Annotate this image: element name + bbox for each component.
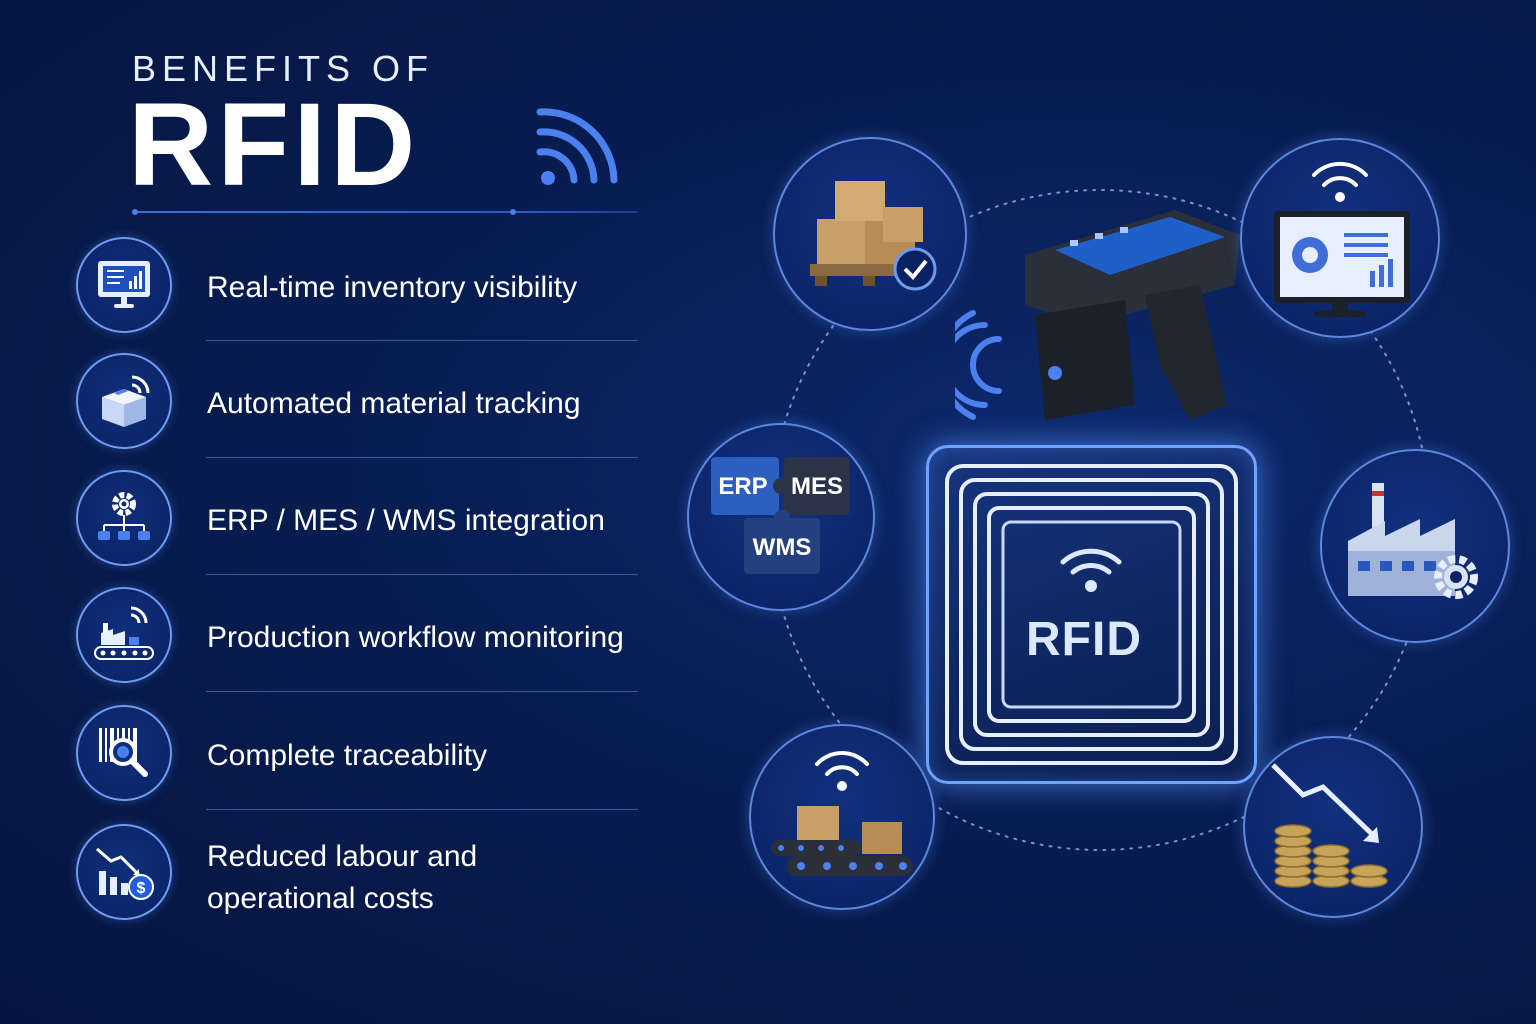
benefit-label: Automated material tracking bbox=[207, 387, 581, 420]
divider bbox=[206, 340, 638, 341]
benefit-label: Production workflow monitoring bbox=[207, 621, 624, 654]
puzzle-label: WMS bbox=[753, 534, 812, 561]
divider bbox=[206, 691, 638, 692]
benefit-item: Complete traceability bbox=[76, 705, 676, 805]
conveyor-boxes-icon bbox=[749, 724, 935, 910]
svg-text:$: $ bbox=[137, 880, 146, 897]
monitor-dashboard-icon bbox=[76, 237, 172, 333]
rfid-tag-label: RFID bbox=[1026, 613, 1142, 666]
factory-gear-icon bbox=[1320, 449, 1510, 643]
box-signal-icon bbox=[76, 353, 172, 449]
coins-down-arrow-icon bbox=[1243, 736, 1423, 918]
benefit-item: $ Reduced labour and operational costs bbox=[76, 824, 676, 924]
benefit-label: ERP / MES / WMS integration bbox=[207, 504, 605, 537]
pallet-boxes-check-icon bbox=[773, 137, 967, 331]
barcode-magnifier-icon bbox=[76, 705, 172, 801]
puzzle-label: ERP bbox=[718, 473, 767, 500]
rfid-scanner-icon bbox=[955, 210, 1240, 420]
gear-network-icon bbox=[76, 470, 172, 566]
rfid-tag bbox=[926, 445, 1257, 784]
benefit-label: Complete traceability bbox=[207, 739, 488, 772]
benefit-label: Real-time inventory visibility bbox=[207, 271, 578, 304]
page-title: RFID bbox=[128, 79, 420, 211]
benefit-item: ERP / MES / WMS integration bbox=[76, 470, 676, 570]
benefit-item: Automated material tracking bbox=[76, 353, 676, 453]
chart-dollar-icon: $ bbox=[76, 824, 172, 920]
divider bbox=[206, 574, 638, 575]
title-small: BENEFITS OF bbox=[132, 48, 435, 89]
divider bbox=[206, 809, 638, 810]
conveyor-factory-icon bbox=[76, 587, 172, 683]
benefit-label: Reduced labour and operational costs bbox=[207, 840, 478, 915]
divider bbox=[206, 457, 638, 458]
title-divider bbox=[132, 209, 637, 215]
erp-mes-wms-puzzle-icon: ERP MES WMS bbox=[687, 423, 875, 611]
wireless-signal-icon bbox=[536, 108, 618, 185]
benefit-item: Real-time inventory visibility bbox=[76, 237, 676, 337]
benefit-item: Production workflow monitoring bbox=[76, 587, 676, 687]
puzzle-label: MES bbox=[791, 473, 843, 500]
dashboard-monitor-icon bbox=[1240, 138, 1440, 338]
